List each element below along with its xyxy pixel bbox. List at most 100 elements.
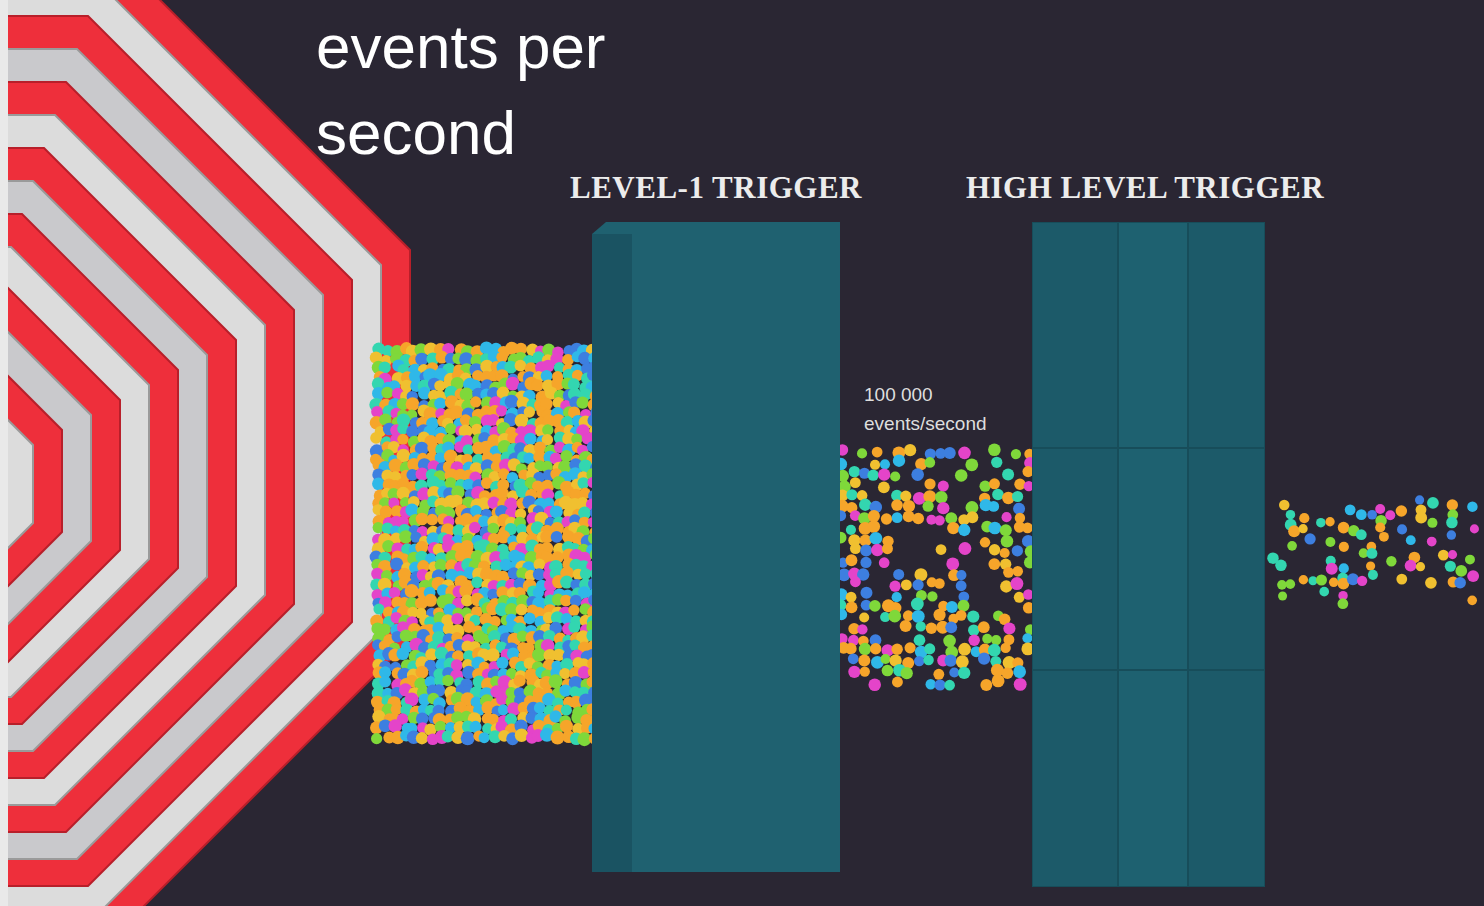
event-ball <box>992 674 1005 687</box>
event-ball <box>1012 491 1023 502</box>
event-ball <box>1379 532 1389 542</box>
event-ball <box>924 643 935 654</box>
event-ball <box>1375 522 1385 532</box>
event-ball <box>988 558 1000 570</box>
event-ball <box>849 466 860 477</box>
event-ball <box>1338 522 1350 534</box>
event-ball <box>1338 598 1349 609</box>
event-ball <box>1467 596 1477 606</box>
event-ball <box>1397 524 1407 534</box>
event-ball <box>1339 563 1349 573</box>
event-ball <box>1286 510 1296 520</box>
event-ball <box>892 677 903 688</box>
event-ball <box>1010 577 1023 590</box>
event-ball <box>496 405 507 416</box>
event-ball <box>892 592 902 602</box>
event-ball <box>989 522 1002 535</box>
event-ball <box>892 512 903 523</box>
event-ball <box>1299 513 1309 523</box>
event-ball <box>891 499 903 511</box>
event-ball <box>933 609 945 621</box>
event-ball <box>857 448 867 458</box>
event-ball <box>870 643 881 654</box>
event-ball <box>936 544 947 555</box>
event-ball <box>406 397 420 411</box>
event-ball <box>850 477 861 488</box>
event-ball <box>881 513 892 524</box>
event-ball <box>1425 577 1437 589</box>
block-cell <box>1032 670 1118 887</box>
event-ball <box>1014 479 1025 490</box>
event-ball <box>1470 524 1479 533</box>
event-ball <box>889 581 900 592</box>
block-cell <box>1118 448 1188 670</box>
event-ball <box>551 531 563 543</box>
event-ball <box>850 543 861 554</box>
event-ball <box>904 444 916 456</box>
event-ball <box>935 491 947 503</box>
event-ball <box>965 458 978 471</box>
event-ball <box>878 468 890 480</box>
event-particles <box>369 341 1479 746</box>
event-ball <box>890 471 900 481</box>
event-ball <box>560 720 573 733</box>
event-ball <box>1375 504 1385 514</box>
event-ball <box>515 728 529 742</box>
event-ball <box>956 570 966 580</box>
event-ball <box>1427 497 1439 509</box>
event-ball <box>1366 561 1375 570</box>
trigger-block <box>592 222 840 872</box>
event-ball <box>934 679 945 690</box>
event-ball <box>860 587 872 599</box>
event-ball <box>1406 535 1416 545</box>
event-ball <box>461 731 475 745</box>
event-ball <box>923 655 934 666</box>
event-ball <box>949 667 959 677</box>
event-ball <box>471 577 483 589</box>
event-ball <box>914 656 924 666</box>
event-ball <box>1368 570 1378 580</box>
event-ball <box>479 732 490 743</box>
event-ball <box>903 500 915 512</box>
event-ball <box>956 655 969 668</box>
event-ball <box>903 511 915 523</box>
event-ball <box>568 621 580 633</box>
event-ball <box>870 460 880 470</box>
event-ball <box>911 598 924 611</box>
event-ball <box>524 433 536 445</box>
event-ball <box>944 447 956 459</box>
event-ball <box>871 544 884 557</box>
event-ball <box>1277 580 1287 590</box>
event-ball <box>1447 530 1456 539</box>
event-ball <box>1438 550 1449 561</box>
event-ball <box>1014 678 1027 691</box>
event-ball <box>1003 622 1015 634</box>
event-ball <box>1455 565 1467 577</box>
event-ball <box>992 489 1004 501</box>
event-ball <box>396 647 409 660</box>
event-ball <box>542 424 553 435</box>
stage-heading: HIGH LEVEL TRIGGER <box>950 168 1340 208</box>
event-ball <box>913 513 925 525</box>
event-ball <box>933 669 944 680</box>
event-ball <box>1356 509 1367 520</box>
event-ball <box>946 557 959 570</box>
event-ball <box>893 569 904 580</box>
event-ball <box>1396 574 1407 585</box>
event-ball <box>927 591 937 601</box>
event-ball <box>956 610 967 621</box>
event-ball <box>846 489 857 500</box>
event-ball <box>988 644 1001 657</box>
event-ball <box>912 579 923 590</box>
block-cell <box>1118 670 1188 887</box>
event-ball <box>860 666 870 676</box>
event-ball <box>848 666 860 678</box>
block-cell <box>1188 670 1265 887</box>
event-ball <box>891 644 902 655</box>
event-ball <box>966 511 978 523</box>
event-ball <box>1415 495 1424 504</box>
event-ball <box>914 568 927 581</box>
event-ball <box>956 580 967 591</box>
event-ball <box>850 576 861 587</box>
